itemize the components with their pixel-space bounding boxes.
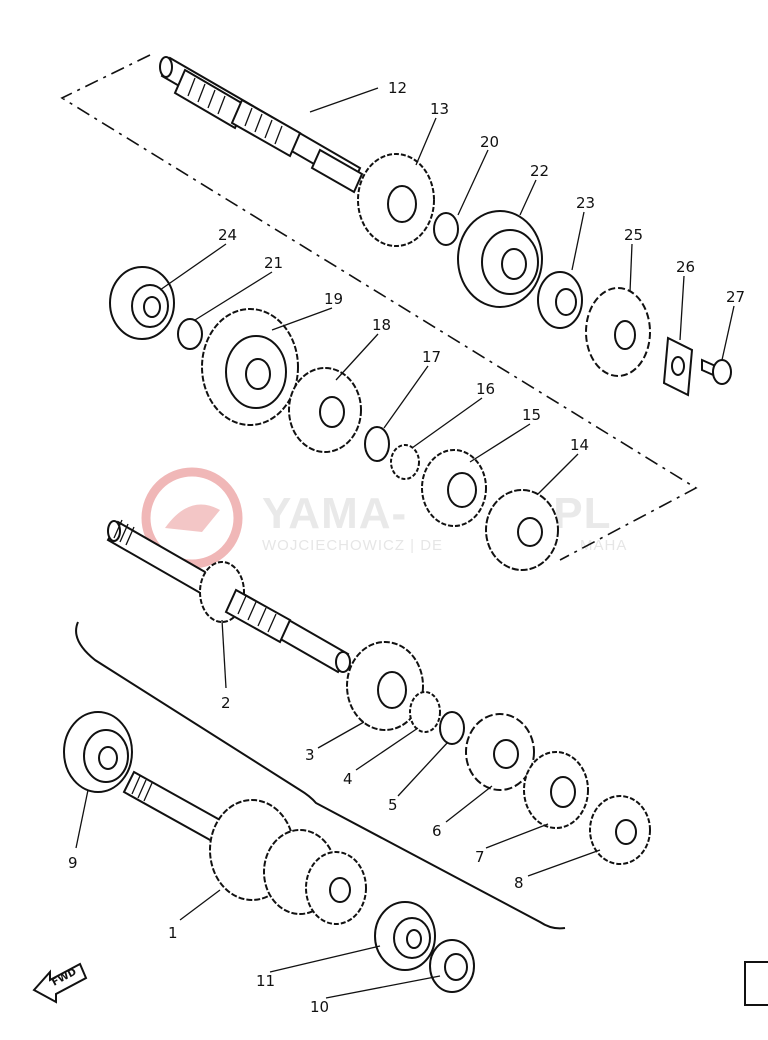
washer-4: [409, 691, 441, 733]
label-5: 5: [388, 796, 398, 814]
label-18: 18: [372, 316, 391, 334]
drive-sprocket-25: [585, 287, 651, 377]
bearing-11: [374, 901, 436, 971]
gear-15: [421, 449, 487, 527]
label-10: 10: [310, 998, 329, 1016]
watermark-brand: YAMA-: [262, 489, 407, 538]
gear-6: [465, 713, 535, 791]
label-9: 9: [68, 854, 78, 872]
drive-axle: [159, 56, 364, 194]
label-14: 14: [570, 436, 589, 454]
label-17: 17: [422, 348, 441, 366]
main-axle: [106, 519, 351, 674]
label-3: 3: [305, 746, 315, 764]
bearing-9: [63, 711, 133, 793]
label-21: 21: [264, 254, 283, 272]
drive-gear-13: [357, 153, 435, 247]
gear-7: [523, 751, 589, 829]
corner-box: [744, 961, 768, 1006]
label-12: 12: [388, 79, 407, 97]
label-4: 4: [343, 770, 353, 788]
bolt-27: [701, 358, 732, 385]
label-25: 25: [624, 226, 643, 244]
bearing-10: [429, 939, 475, 993]
bearing-22: [457, 210, 543, 308]
label-26: 26: [676, 258, 695, 276]
bearing-24: [109, 266, 175, 340]
label-15: 15: [522, 406, 541, 424]
main-axle-group-bracket: [75, 621, 566, 930]
label-16: 16: [476, 380, 495, 398]
label-8: 8: [514, 874, 524, 892]
circlip-20: [433, 212, 459, 246]
forward-direction-arrow: FWD: [32, 962, 88, 1004]
gear-18: [288, 367, 362, 453]
watermark-subtitle-left: WOJCIECHOWICZ | DE: [262, 537, 443, 554]
label-1: 1: [168, 924, 178, 942]
gear-19: [201, 308, 299, 426]
leader-lines: [75, 87, 735, 999]
collar-23: [537, 271, 583, 329]
label-20: 20: [480, 133, 499, 151]
label-19: 19: [324, 290, 343, 308]
gear-8: [589, 795, 651, 865]
circlip-17: [364, 426, 390, 462]
label-6: 6: [432, 822, 442, 840]
label-11: 11: [256, 972, 275, 990]
label-22: 22: [530, 162, 549, 180]
label-7: 7: [475, 848, 485, 866]
washer-16: [390, 444, 420, 480]
label-2: 2: [221, 694, 231, 712]
watermark-subtitle-right: MAHA: [580, 537, 627, 554]
part-labels: 12 13 20 22 23 25 26 27 24 21 19 18 17 1…: [68, 79, 745, 1016]
lock-washer-26: [662, 336, 694, 397]
label-24: 24: [218, 226, 237, 244]
circlip-5: [439, 711, 465, 745]
label-23: 23: [576, 194, 595, 212]
main-axle-cluster-1: [122, 770, 367, 925]
label-13: 13: [430, 100, 449, 118]
gear-14: [485, 489, 559, 571]
label-27: 27: [726, 288, 745, 306]
gear-3: [346, 641, 424, 731]
drive-axle-group-outline: [60, 54, 698, 561]
circlip-21: [177, 318, 203, 350]
